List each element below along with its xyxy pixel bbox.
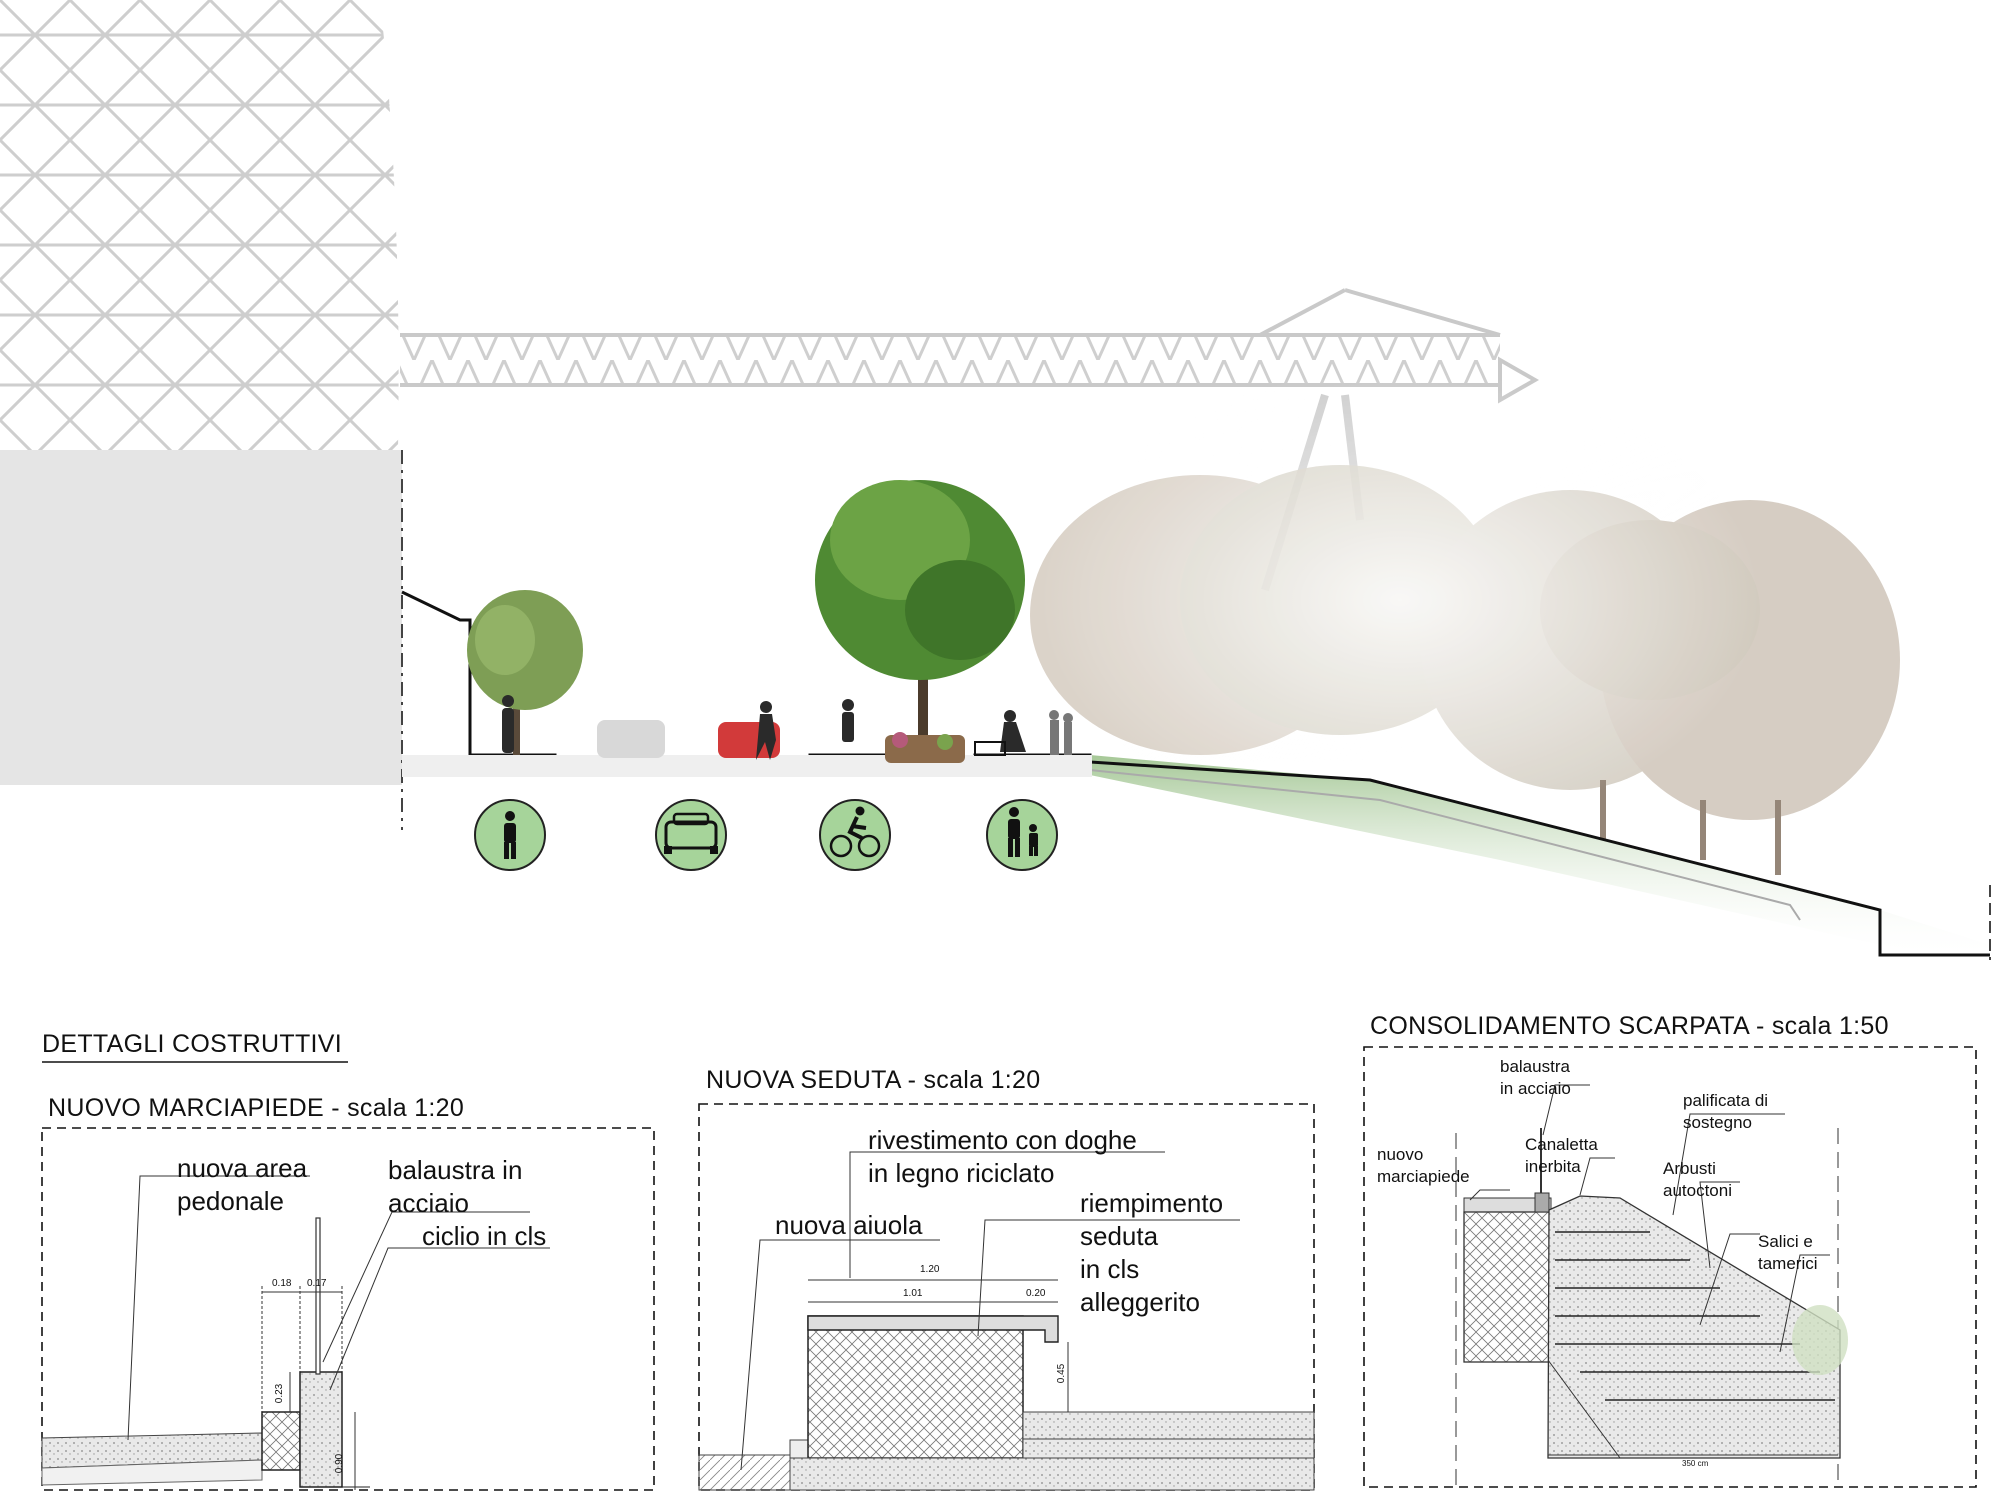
label-balaustra: balaustra in acciaio bbox=[388, 1155, 523, 1218]
marciapiede-title: NUOVO MARCIAPIEDE - scala 1:20 bbox=[48, 1094, 465, 1122]
label-nuovo-marciapiede: nuovo marciapiede bbox=[1377, 1145, 1470, 1186]
label-canaletta: Canaletta inerbita bbox=[1525, 1135, 1598, 1176]
label-palificata: palificata di sostegno bbox=[1683, 1091, 1769, 1132]
dim-090: 0.90 bbox=[334, 1453, 346, 1474]
car-silhouettes bbox=[597, 720, 780, 758]
dim-120: 1.20 bbox=[920, 1264, 940, 1275]
dim-350cm: 350 cm bbox=[1682, 1459, 1709, 1468]
label-salici: Salici e tamerici bbox=[1758, 1232, 1818, 1273]
existing-building bbox=[0, 450, 402, 785]
small-tree bbox=[467, 590, 583, 755]
label-nuova-area: nuova area pedonale bbox=[177, 1153, 308, 1216]
dim-045: 0.45 bbox=[1056, 1363, 1068, 1384]
label-riempimento: riempimento seduta in cls alleggerito bbox=[1080, 1188, 1224, 1317]
people-silhouettes bbox=[502, 695, 1073, 760]
marciapiede-section bbox=[41, 1175, 550, 1490]
label-arbusti: Arbusti autoctoni bbox=[1663, 1159, 1732, 1200]
details-heading: DETTAGLI COSTRUTTIVI bbox=[42, 1030, 342, 1058]
label-ciglio: ciclio in cls bbox=[422, 1221, 547, 1251]
dim-018: 0.18 bbox=[272, 1278, 292, 1289]
label-rivestimento: rivestimento con doghe in legno riciclat… bbox=[868, 1125, 1137, 1188]
large-tree bbox=[815, 480, 1025, 763]
scarpata-section bbox=[1455, 1084, 1848, 1487]
dim-020: 0.20 bbox=[1026, 1288, 1046, 1299]
seduta-section bbox=[698, 1151, 1315, 1491]
scarpata-title: CONSOLIDAMENTO SCARPATA - scala 1:50 bbox=[1370, 1012, 1889, 1040]
bench-outline bbox=[974, 741, 1006, 756]
label-nuova-aiuola: nuova aiuola bbox=[775, 1210, 923, 1240]
dim-023: 0.23 bbox=[274, 1383, 286, 1404]
label-balaustra-acciaio: balaustra in acciaio bbox=[1500, 1057, 1571, 1098]
gasometer-silhouette bbox=[0, 0, 399, 450]
frame-scarpata bbox=[1363, 1046, 1977, 1488]
dim-017: 0.17 bbox=[307, 1278, 327, 1289]
background-trees bbox=[1030, 370, 1900, 875]
seduta-title: NUOVA SEDUTA - scala 1:20 bbox=[706, 1066, 1041, 1094]
frame-marciapiede bbox=[41, 1127, 655, 1491]
dim-101: 1.01 bbox=[903, 1288, 923, 1299]
